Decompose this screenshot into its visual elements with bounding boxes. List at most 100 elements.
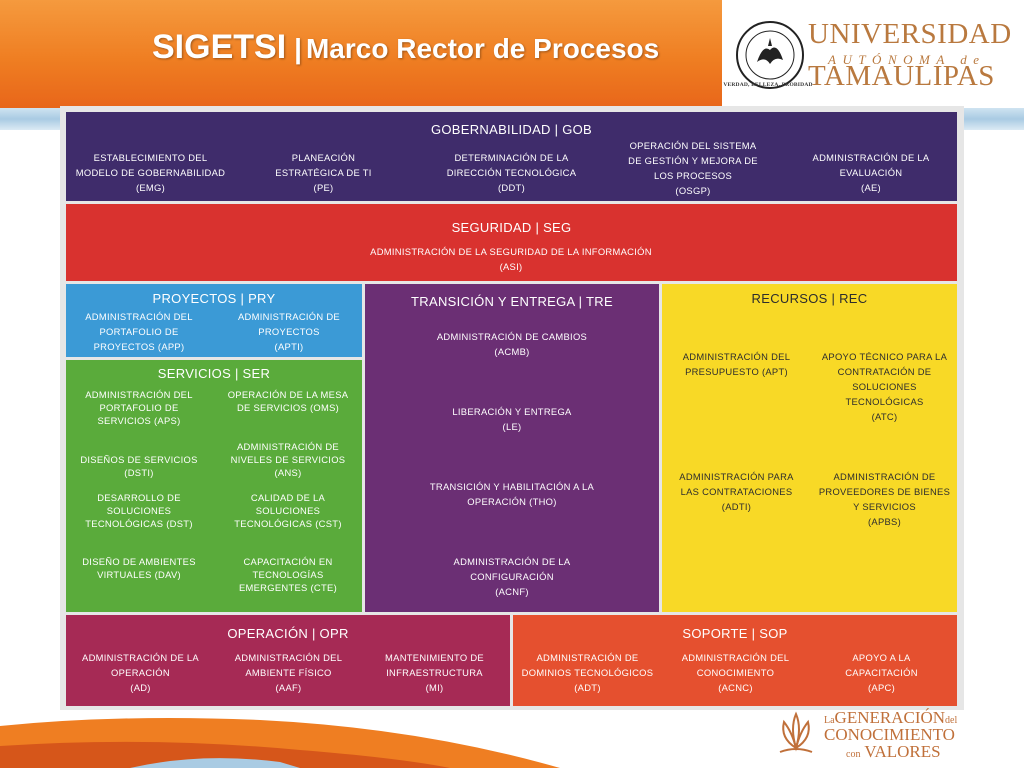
block-title-tre: TRANSICIÓN Y ENTREGA | TRE xyxy=(411,294,613,309)
process-line: (ACMB) xyxy=(494,346,530,357)
process-line: ADMINISTRACIÓN DEL xyxy=(85,311,193,322)
process-line: OPERACIÓN DEL SISTEMA xyxy=(629,140,757,151)
process-line: DISEÑO DE AMBIENTES xyxy=(82,556,196,567)
process-apt: ADMINISTRACIÓN DEL PRESUPUESTO (APT) xyxy=(664,349,809,379)
process-acnc: ADMINISTRACIÓN DEL CONOCIMIENTO (ACNC) xyxy=(663,650,808,695)
process-line: ADMINISTRACIÓN DEL xyxy=(234,652,343,663)
block-title-sop: SOPORTE | SOP xyxy=(682,626,788,641)
process-aaf: ADMINISTRACIÓN DEL AMBIENTE FÍSICO (AAF) xyxy=(216,650,361,695)
process-line: PRESUPUESTO (APT) xyxy=(685,366,788,377)
process-cst: CALIDAD DE LA SOLUCIONES TECNOLÓGICAS (C… xyxy=(216,491,360,530)
block-seguridad: SEGURIDAD | SEG ADMINISTRACIÓN DE LA SEG… xyxy=(66,204,957,281)
process-line: (MI) xyxy=(425,682,444,693)
process-line: CONFIGURACIÓN xyxy=(470,571,554,582)
process-line: CONTRATACIÓN DE xyxy=(837,366,932,377)
process-oms: OPERACIÓN DE LA MESA DE SERVICIOS (OMS) xyxy=(216,388,360,414)
block-transicion-entrega: TRANSICIÓN Y ENTREGA | TRE ADMINISTRACIÓ… xyxy=(365,284,659,612)
process-line: (PE) xyxy=(313,182,334,193)
process-line: (EMG) xyxy=(135,182,166,193)
process-line: ADMINISTRACIÓN DE xyxy=(237,441,339,452)
process-aps: ADMINISTRACIÓN DEL PORTAFOLIO DE SERVICI… xyxy=(68,388,210,427)
block-title-ser: SERVICIOS | SER xyxy=(157,366,271,381)
process-line: DISEÑOS DE SERVICIOS xyxy=(80,454,198,465)
process-emg: ESTABLECIMIENTO DEL MODELO DE GOBERNABIL… xyxy=(68,150,233,195)
process-line: (LE) xyxy=(502,421,522,432)
page-title: SIGETSI|Marco Rector de Procesos xyxy=(152,28,659,67)
process-cte: CAPACITACIÓN EN TECNOLOGÍAS EMERGENTES (… xyxy=(216,555,360,594)
process-line: ADMINISTRACIÓN DE LA xyxy=(82,652,199,663)
process-line: (ANS) xyxy=(274,467,302,478)
process-line: TRANSICIÓN Y HABILITACIÓN A LA xyxy=(429,481,595,492)
process-ddt: DETERMINACIÓN DE LA DIRECCIÓN TECNOLÓGIC… xyxy=(429,150,594,195)
process-line: EVALUACIÓN xyxy=(839,167,903,178)
process-dav: DISEÑO DE AMBIENTES VIRTUALES (DAV) xyxy=(68,555,210,581)
process-line: (OSGP) xyxy=(675,185,711,196)
block-title-seg: SEGURIDAD | SEG xyxy=(451,220,572,235)
process-line: MANTENIMIENTO DE xyxy=(385,652,484,663)
tagline-line3: con VALORES xyxy=(846,742,941,762)
title-separator: | xyxy=(294,33,302,64)
process-line: ESTABLECIMIENTO DEL xyxy=(93,152,208,163)
process-line: CALIDAD DE LA xyxy=(250,492,326,503)
process-line: Y SERVICIOS xyxy=(853,501,916,512)
process-line: (AD) xyxy=(130,682,151,693)
process-line: PLANEACIÓN xyxy=(291,152,356,163)
process-line: (APBS) xyxy=(867,516,902,527)
university-motto: VERDAD, BELLEZA, PROBIDAD xyxy=(723,82,813,88)
process-line: (ATC) xyxy=(871,411,898,422)
process-line: APOYO A LA xyxy=(852,652,911,663)
process-line: OPERACIÓN (THO) xyxy=(467,496,557,507)
process-line: ADMINISTRACIÓN DEL xyxy=(682,351,791,362)
process-acmb: ADMINISTRACIÓN DE CAMBIOS (ACMB) xyxy=(365,329,659,359)
process-line: DIRECCIÓN TECNOLÓGICA xyxy=(446,167,577,178)
process-line: SERVICIOS (APS) xyxy=(97,415,181,426)
header-banner: SIGETSI|Marco Rector de Procesos xyxy=(0,0,722,108)
process-line: SOLUCIONES xyxy=(106,505,172,516)
process-line: ADMINISTRACIÓN DE xyxy=(833,471,936,482)
process-line: PROVEEDORES DE BIENES xyxy=(818,486,951,497)
process-line: APOYO TÉCNICO PARA LA xyxy=(821,351,948,362)
process-line: ADMINISTRACIÓN DEL xyxy=(681,652,790,663)
process-ad: ADMINISTRACIÓN DE LA OPERACIÓN (AD) xyxy=(68,650,213,695)
tagline-line1: LaGENERACIÓNdel xyxy=(824,708,957,728)
process-line: PORTAFOLIO DE xyxy=(99,326,179,337)
process-mi: MANTENIMIENTO DE INFRAESTRUCTURA (MI) xyxy=(362,650,507,695)
process-line: ADMINISTRACIÓN DEL xyxy=(85,389,193,400)
process-line: (ACNF) xyxy=(495,586,529,597)
process-line: ADMINISTRACIÓN DE xyxy=(536,652,639,663)
process-line: LAS CONTRATACIONES xyxy=(680,486,793,497)
process-line: CAPACITACIÓN EN xyxy=(243,556,333,567)
block-title-pry: PROYECTOS | PRY xyxy=(152,291,276,306)
process-line: (ADTI) xyxy=(721,501,752,512)
title-main: SIGETSI xyxy=(152,28,287,66)
process-line: (ADT) xyxy=(574,682,601,693)
process-line: (APTI) xyxy=(274,341,304,352)
process-line: OPERACIÓN xyxy=(111,667,170,678)
tagline-generacion: GENERACIÓN xyxy=(834,708,946,727)
block-proyectos: PROYECTOS | PRY ADMINISTRACIÓN DEL PORTA… xyxy=(66,284,362,357)
process-line: ADMINISTRACIÓN DE LA xyxy=(812,152,930,163)
process-apc: APOYO A LA CAPACITACIÓN (APC) xyxy=(809,650,954,695)
process-tho: TRANSICIÓN Y HABILITACIÓN A LA OPERACIÓN… xyxy=(365,479,659,509)
process-line: CONOCIMIENTO xyxy=(696,667,775,678)
process-asi: ADMINISTRACIÓN DE LA SEGURIDAD DE LA INF… xyxy=(311,244,711,274)
process-line: DESARROLLO DE xyxy=(97,492,181,503)
process-line: (APC) xyxy=(867,682,896,693)
process-line: ADMINISTRACIÓN PARA xyxy=(679,471,794,482)
tagline-valores: VALORES xyxy=(864,742,941,761)
process-apbs: ADMINISTRACIÓN DE PROVEEDORES DE BIENES … xyxy=(812,469,957,529)
tagline-con: con xyxy=(846,749,861,760)
university-name-line3: TAMAULIPAS xyxy=(808,60,995,92)
process-line: (DSTI) xyxy=(124,467,154,478)
process-apti: ADMINISTRACIÓN DE PROYECTOS (APTI) xyxy=(218,309,360,354)
process-line: LOS PROCESOS xyxy=(653,170,733,181)
process-line: DE GESTIÓN Y MEJORA DE xyxy=(628,155,758,166)
process-line: EMERGENTES (CTE) xyxy=(238,582,338,593)
knowledge-generation-logo-icon xyxy=(779,711,813,753)
process-line: DETERMINACIÓN DE LA xyxy=(454,152,569,163)
process-atc: APOYO TÉCNICO PARA LA CONTRATACIÓN DE SO… xyxy=(812,349,957,424)
process-ans: ADMINISTRACIÓN DE NIVELES DE SERVICIOS (… xyxy=(216,440,360,479)
block-soporte: SOPORTE | SOP ADMINISTRACIÓN DE DOMINIOS… xyxy=(513,615,957,706)
process-adti: ADMINISTRACIÓN PARA LAS CONTRATACIONES (… xyxy=(664,469,809,514)
bottom-swoosh-decoration xyxy=(0,718,560,768)
